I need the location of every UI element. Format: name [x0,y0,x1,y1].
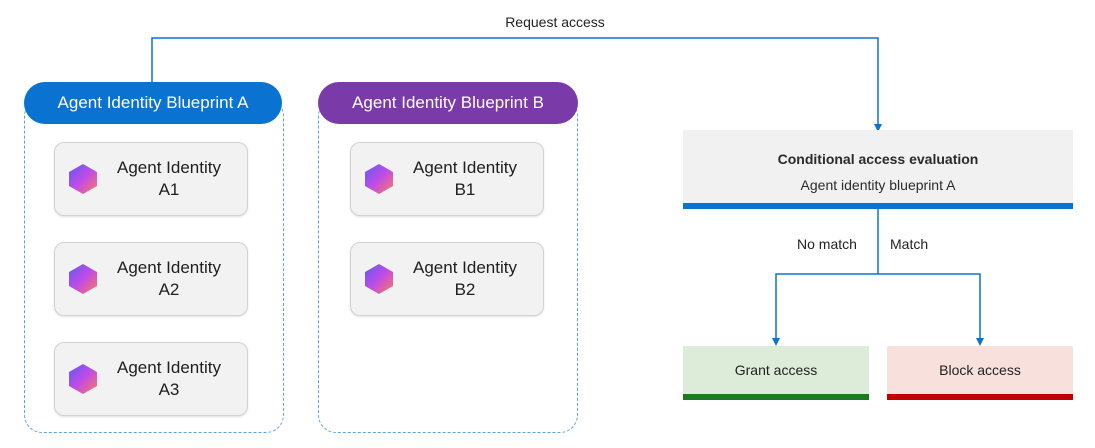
agent-identity-b1-label: Agent Identity B1 [397,157,543,201]
agent-label-line2: A2 [158,280,180,299]
agent-label-line1: Agent Identity [413,158,517,177]
evaluation-accent-bar [683,203,1073,209]
agent-identity-b1-card: Agent Identity B1 [350,142,544,216]
agent-identity-a3-card: Agent Identity A3 [54,342,248,416]
block-access-box: Block access [887,346,1073,394]
no-match-connector [772,273,878,346]
request-access-connector [151,37,882,132]
agent-label-line1: Agent Identity [117,258,221,277]
agent-identity-a2-label: Agent Identity A2 [101,257,247,301]
agent-identity-icon [69,364,97,394]
agent-label-line1: Agent Identity [413,258,517,277]
agent-label-line1: Agent Identity [117,358,221,377]
match-label: Match [890,236,929,252]
agent-identity-icon [69,264,97,294]
agent-identity-b2-label: Agent Identity B2 [397,257,543,301]
evaluation-title: Conditional access evaluation [777,151,979,167]
grant-access-box: Grant access [683,346,869,394]
agent-identity-a1-label: Agent Identity A1 [101,157,247,201]
no-match-label: No match [797,236,857,252]
blueprint-a-header: Agent Identity Blueprint A [24,82,282,124]
agent-label-line2: B2 [454,280,476,299]
agent-identity-icon [365,264,393,294]
evaluation-subtitle: Agent identity blueprint A [800,177,956,193]
agent-identity-a1-card: Agent Identity A1 [54,142,248,216]
agent-identity-icon [365,164,393,194]
agent-identity-a2-card: Agent Identity A2 [54,242,248,316]
block-accent-bar [887,394,1073,400]
agent-identity-b2-card: Agent Identity B2 [350,242,544,316]
agent-label-line2: A3 [158,380,180,399]
agent-identity-a3-label: Agent Identity A3 [101,357,247,401]
request-access-label: Request access [505,14,605,30]
agent-label-line1: Agent Identity [117,158,221,177]
agent-identity-icon [69,164,97,194]
grant-accent-bar [683,394,869,400]
blueprint-b-header: Agent Identity Blueprint B [318,82,578,124]
match-connector [878,273,984,346]
conditional-access-evaluation-box [683,130,1073,204]
agent-label-line2: B1 [454,180,476,199]
agent-label-line2: A1 [158,180,180,199]
